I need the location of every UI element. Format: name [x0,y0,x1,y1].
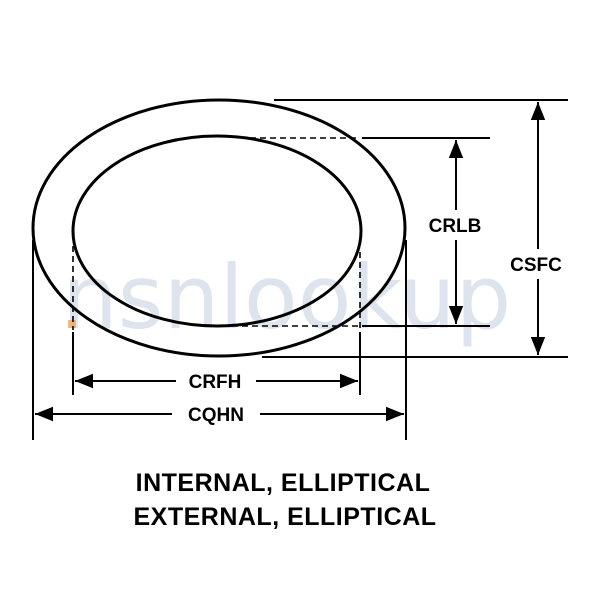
inner-ellipse [71,134,363,328]
watermark-text: nsnlookup [62,246,511,349]
inner-height-label: CRLB [429,216,482,237]
outer-height-label-bg [498,249,576,279]
outer-height-label: CSFC [510,255,562,276]
outer-ellipse [31,98,407,358]
caption-line-2: EXTERNAL, ELLIPTICAL [133,503,436,531]
watermark-dot [68,320,76,328]
inner-height-label-bg [418,210,494,240]
outer-width-label-bg [172,404,260,424]
inner-width-label: CRFH [189,372,242,393]
inner-width-label-bg [176,371,256,391]
outer-width-label: CQHN [188,405,244,426]
caption-line-1: INTERNAL, ELLIPTICAL [136,469,431,497]
